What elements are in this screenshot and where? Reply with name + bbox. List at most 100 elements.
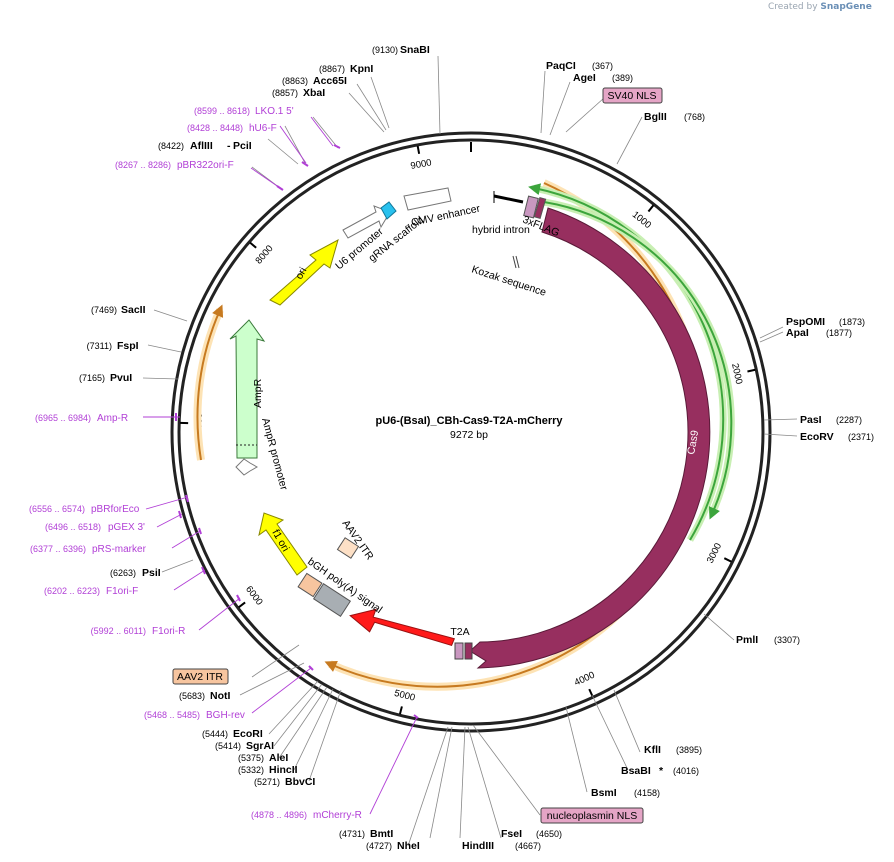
site-ecori-pos: (5444) bbox=[202, 729, 228, 739]
bgh-polya-feature[interactable] bbox=[312, 583, 352, 617]
t2a-label: T2A bbox=[450, 626, 469, 638]
tick-6000 bbox=[238, 601, 246, 609]
site-kfli-pos: (3895) bbox=[676, 745, 702, 755]
site-afliii: AflIII bbox=[190, 140, 213, 152]
site-sgrai-pos: (5414) bbox=[215, 741, 241, 751]
credit: Created by SnapGene bbox=[768, 2, 872, 12]
site-bmti: BmtI bbox=[370, 828, 393, 840]
primer-f1orir-range: (5992 .. 6011) bbox=[91, 626, 146, 636]
site-agei-pos: (389) bbox=[612, 73, 633, 83]
cas9-feature[interactable] bbox=[469, 207, 711, 669]
site-sgrai: SgrAI bbox=[246, 740, 274, 752]
orf-track-outer-glow bbox=[328, 179, 705, 691]
site-hindiii-pos: (4667) bbox=[515, 841, 541, 851]
primer-hu6f: hU6-F bbox=[249, 123, 277, 134]
site-acc65i-pos: (8863) bbox=[282, 76, 308, 86]
primer-pbr322-range: (8267 .. 8286) bbox=[115, 160, 171, 170]
site-xbai-pos: (8857) bbox=[272, 88, 298, 98]
ori-label: ori bbox=[293, 265, 309, 281]
site-bsabi: BsaBI bbox=[621, 765, 651, 777]
site-noti: NotI bbox=[210, 690, 230, 702]
u6-promoter-feature[interactable] bbox=[342, 205, 391, 239]
site-bbvci: BbvCI bbox=[285, 776, 315, 788]
t2a-feature-2[interactable] bbox=[454, 642, 464, 660]
sv40-nls-box[interactable]: SV40 NLS bbox=[602, 87, 663, 104]
orf-track-ampr bbox=[196, 304, 224, 461]
site-noti-pos: (5683) bbox=[179, 691, 205, 701]
t2a-feature[interactable] bbox=[464, 642, 473, 660]
aav2-itr-feature-inner[interactable] bbox=[336, 537, 360, 559]
ampr-promoter-label: AmpR promoter bbox=[259, 417, 290, 492]
primer-mcherryr-range: (4878 .. 4896) bbox=[251, 810, 307, 820]
site-nhei: NheI bbox=[397, 840, 420, 852]
site-pspomi: PspOMI bbox=[786, 316, 825, 328]
ampr-label: AmpR bbox=[252, 378, 264, 408]
primer-bghrev-range: (5468 .. 5485) bbox=[144, 710, 200, 720]
site-bmti-pos: (4731) bbox=[339, 829, 365, 839]
site-hincii-pos: (5332) bbox=[238, 765, 264, 775]
site-pcii: PciI bbox=[233, 140, 252, 152]
ampr-feature[interactable] bbox=[229, 319, 266, 459]
primer-f1orif: F1ori-F bbox=[106, 586, 138, 597]
primer-f1orif-range: (6202 .. 6223) bbox=[44, 586, 100, 596]
site-fspi: FspI bbox=[117, 340, 139, 352]
site-ecori: EcoRI bbox=[233, 728, 263, 740]
primer-lines bbox=[143, 116, 418, 815]
nucleoplasmin-nls-label: nucleoplasmin NLS bbox=[547, 810, 637, 822]
primer-pbrforeco: pBRforEco bbox=[91, 504, 140, 515]
primer-mcherryr: mCherry-R bbox=[313, 810, 362, 821]
tick-3000 bbox=[723, 557, 732, 563]
tick-2000 bbox=[747, 368, 756, 373]
site-pspomi-pos: (1873) bbox=[839, 317, 865, 327]
gfp-track-b bbox=[543, 201, 733, 520]
nls-feature[interactable] bbox=[533, 196, 547, 220]
site-snabi-pos: (9130) bbox=[372, 45, 398, 55]
site-fspi-pos: (7311) bbox=[87, 341, 112, 351]
tick-8000 bbox=[249, 241, 257, 249]
site-pasi-pos: (2287) bbox=[836, 415, 862, 425]
site-paqci: PaqCI bbox=[546, 60, 576, 72]
credit-prefix: Created by bbox=[768, 2, 818, 12]
nucleoplasmin-nls-box[interactable]: nucleoplasmin NLS bbox=[540, 807, 644, 824]
tick-label-4000: 4000 bbox=[573, 670, 597, 689]
site-nhei-pos: (4727) bbox=[366, 841, 392, 851]
site-bglii-pos: (768) bbox=[684, 112, 705, 122]
site-ecorv: EcoRV bbox=[800, 431, 834, 443]
site-pasi: PasI bbox=[800, 414, 822, 426]
site-hincii: HincII bbox=[269, 764, 298, 776]
tick-9000 bbox=[416, 145, 421, 154]
site-afliii-pos: (8422) bbox=[158, 141, 184, 151]
ampr-promoter-feature[interactable] bbox=[235, 458, 259, 476]
site-kpni: KpnI bbox=[350, 63, 373, 75]
primer-lko1: LKO.1 5' bbox=[255, 106, 294, 117]
3xflag-feature[interactable] bbox=[523, 195, 539, 219]
mcherry-feature[interactable] bbox=[348, 607, 456, 647]
aav2-itr-feature-lower[interactable] bbox=[297, 572, 323, 598]
tick-label-1000: 1000 bbox=[630, 209, 653, 231]
cmv-enhancer-feature[interactable] bbox=[403, 187, 452, 211]
primer-labels: (8599 .. 8618) LKO.1 5' (8428 .. 8448) h… bbox=[29, 106, 362, 821]
site-bbvci-pos: (5271) bbox=[254, 777, 280, 787]
site-bsabi-star: * bbox=[659, 765, 664, 777]
tick-label-6000: 6000 bbox=[243, 584, 265, 608]
plasmid-name: pU6-(BsaI)_CBh-Cas9-T2A-mCherry bbox=[375, 415, 563, 427]
tick-label-5000: 5000 bbox=[393, 688, 416, 704]
kozak-label: Kozak sequence bbox=[470, 263, 548, 298]
primer-ticks bbox=[175, 144, 419, 719]
site-pmli-pos: (3307) bbox=[774, 635, 800, 645]
tick-1000 bbox=[647, 204, 655, 213]
grna-scaffold-feature[interactable] bbox=[380, 201, 397, 220]
site-labels: (9130) SnaBI (8867) KpnI (8863) Acc65I (… bbox=[79, 44, 874, 852]
credit-brand: SnapGene bbox=[820, 2, 872, 12]
site-bsabi-pos: (4016) bbox=[673, 766, 699, 776]
site-pvui-pos: (7165) bbox=[79, 373, 105, 383]
aav2-itr-box[interactable]: AAV2 ITR bbox=[172, 668, 229, 685]
f1-ori-feature[interactable] bbox=[258, 512, 308, 576]
tick-label-8000: 8000 bbox=[253, 243, 275, 266]
primer-f1orir: F1ori-R bbox=[152, 626, 185, 637]
site-snabi: SnaBI bbox=[400, 44, 430, 56]
ori-feature[interactable] bbox=[269, 239, 339, 306]
site-bsmi: BsmI bbox=[591, 787, 617, 799]
backbone-inner bbox=[177, 138, 765, 726]
